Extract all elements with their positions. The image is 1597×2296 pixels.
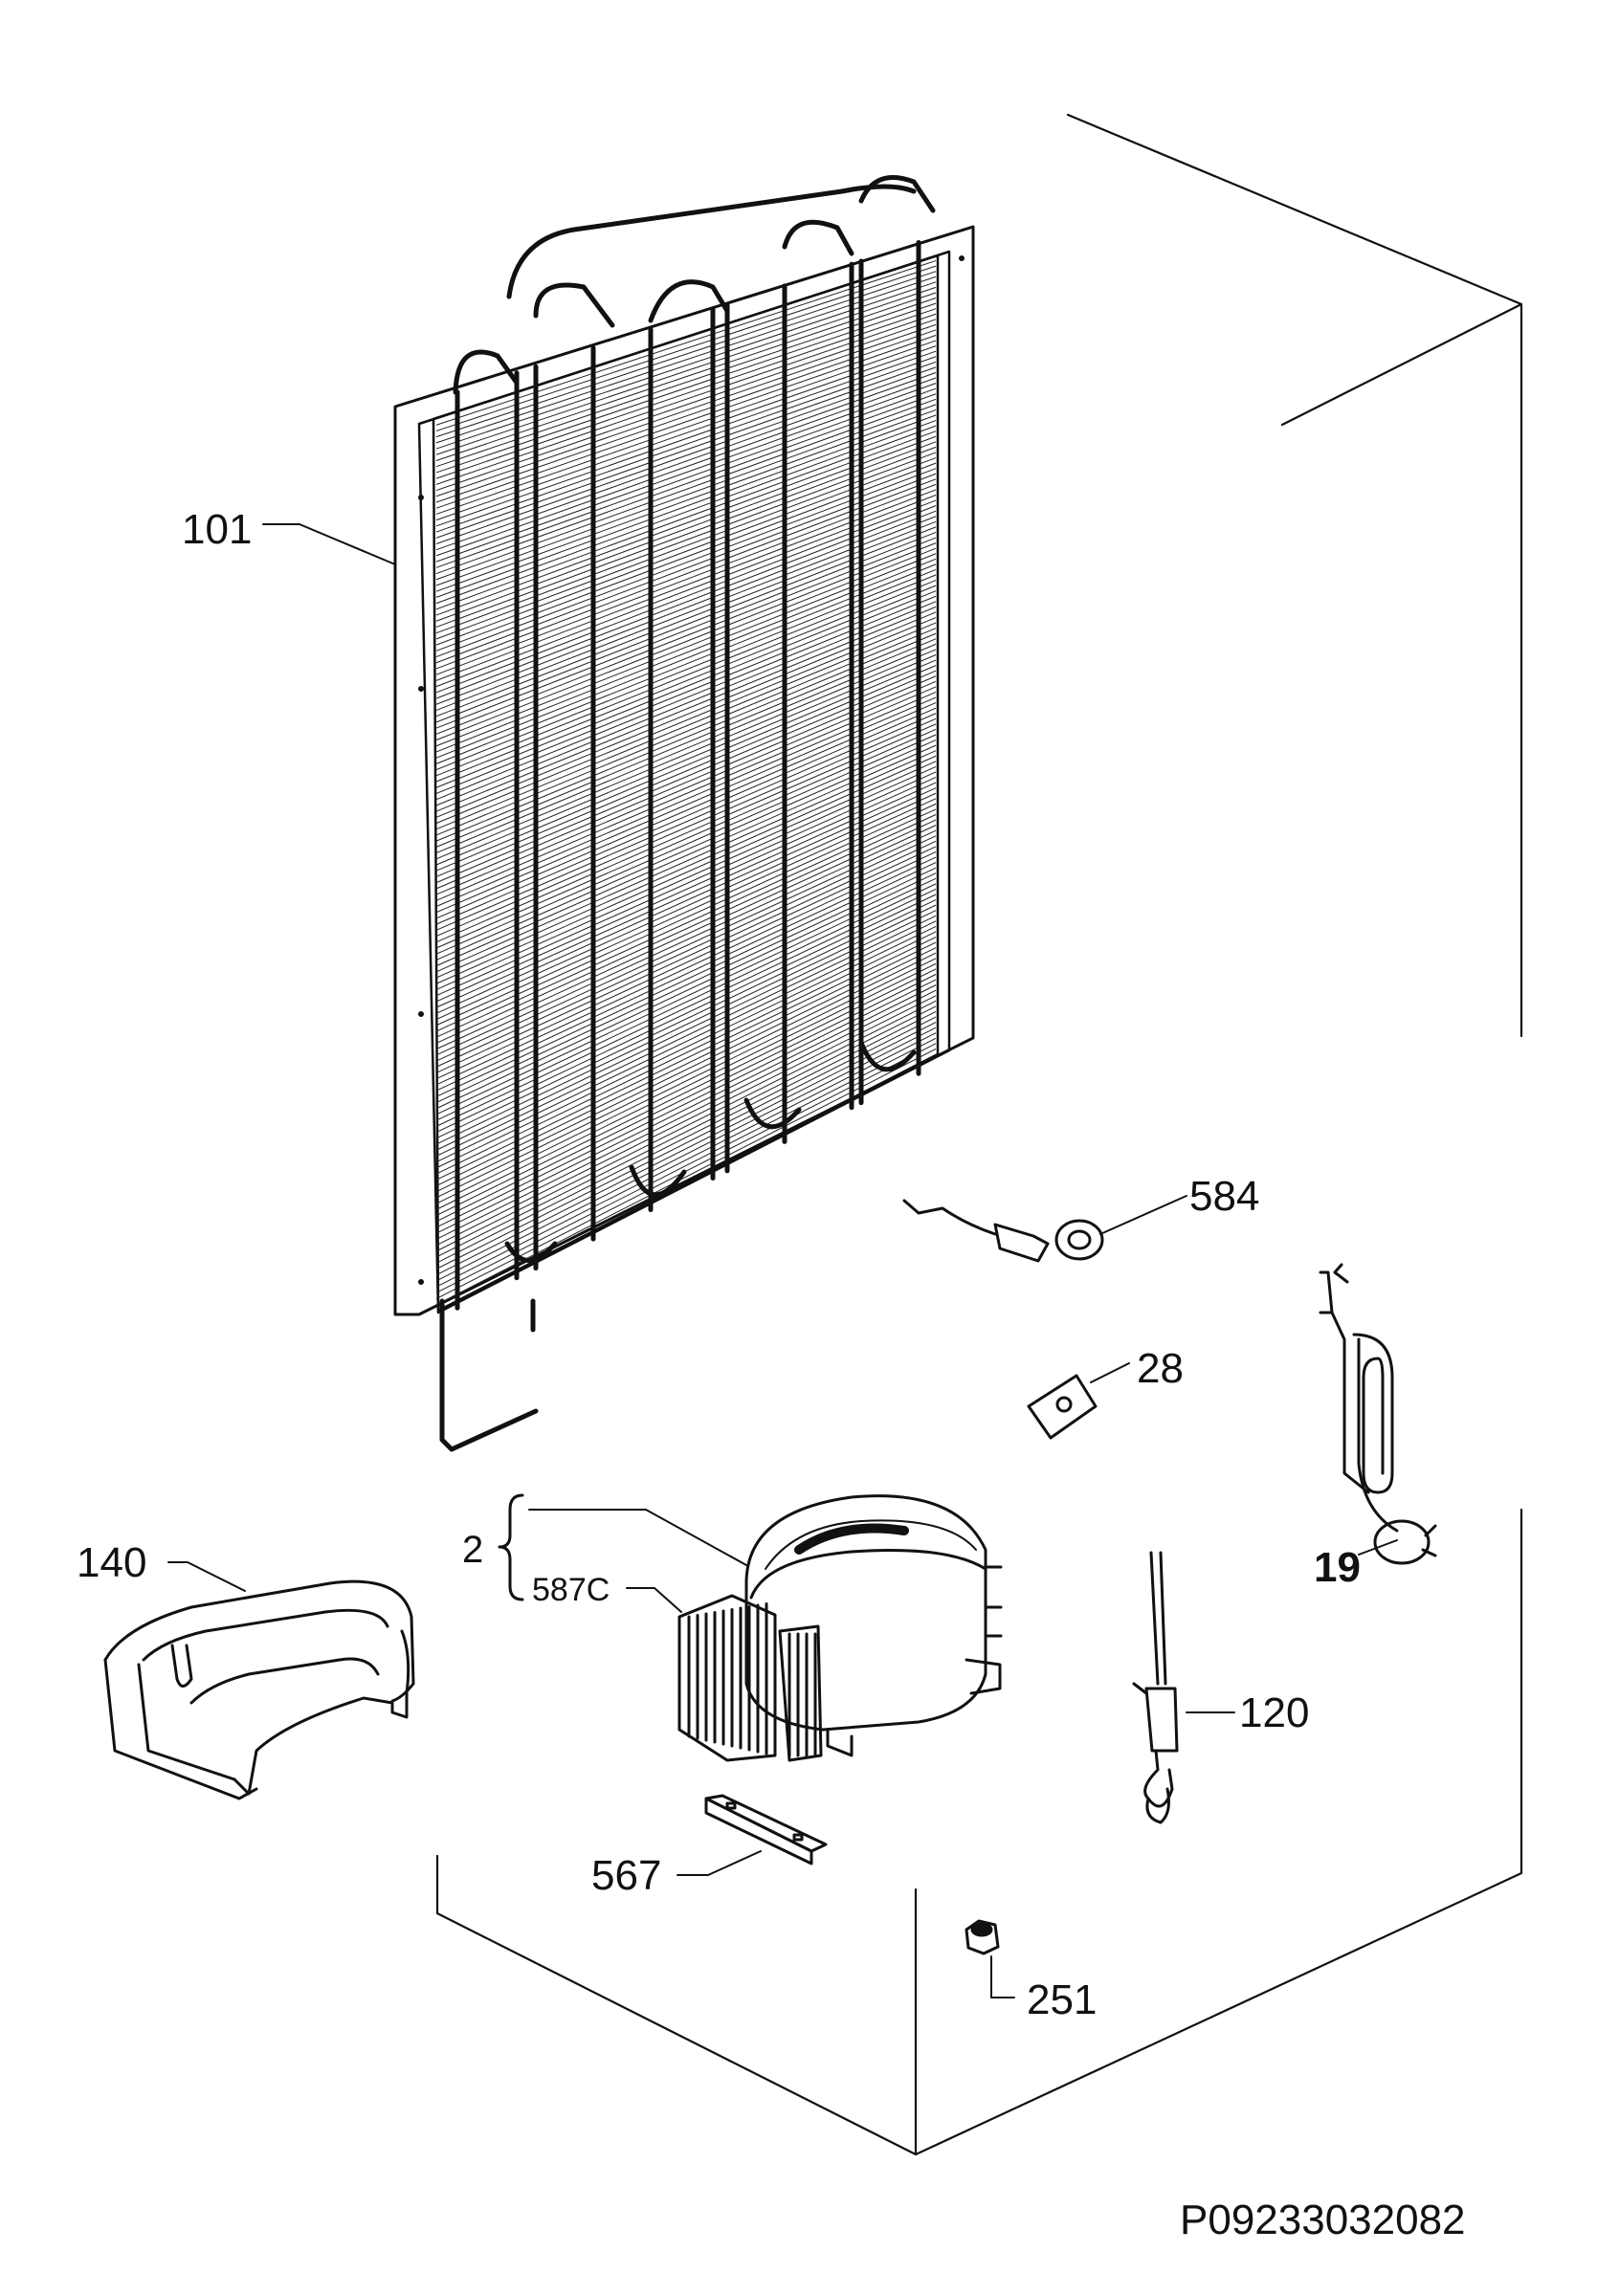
clip-part <box>1027 1374 1098 1440</box>
power-cord-part <box>1319 1263 1437 1565</box>
label-567: 567 <box>591 1852 661 1899</box>
label-120: 120 <box>1239 1689 1309 1736</box>
label-140: 140 <box>77 1539 146 1586</box>
label-28: 28 <box>1137 1345 1184 1392</box>
nut-part <box>965 1919 1000 1955</box>
label-2: 2 <box>462 1529 483 1571</box>
label-251: 251 <box>1027 1976 1097 2023</box>
drip-tray-part <box>103 1579 415 1800</box>
thermal-sensor-part <box>1132 1551 1179 1824</box>
grommet-part <box>902 1199 1104 1263</box>
bracket-plate-part <box>704 1794 828 1866</box>
condenser-coil <box>393 175 975 1452</box>
label-19: 19 <box>1314 1544 1361 1591</box>
cabinet-outline <box>435 113 1523 2156</box>
label-587c: 587C <box>532 1572 610 1608</box>
label-bracket <box>498 1493 524 1601</box>
starter-relay-part <box>677 1594 823 1762</box>
label-584: 584 <box>1189 1173 1259 1220</box>
drawing-code: P09233032082 <box>1180 2197 1466 2243</box>
compressor-part <box>744 1494 1003 1757</box>
label-101: 101 <box>182 506 252 553</box>
